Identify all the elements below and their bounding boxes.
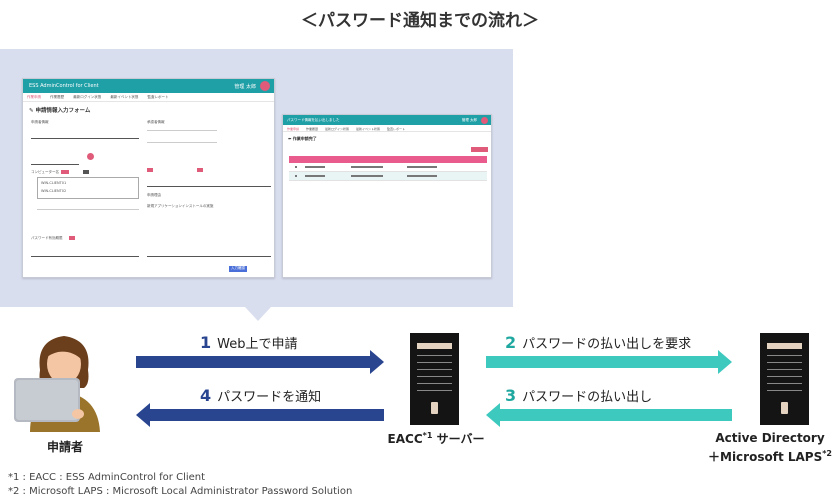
tab-audit-report[interactable]: 監査レポート <box>147 95 169 99</box>
diagram-title: ＜パスワード通知までの流れ＞ <box>301 11 539 31</box>
tab-audit-report[interactable]: 監査レポート <box>386 126 405 131</box>
table-row <box>289 163 487 172</box>
footnote-2: *2 : Microsoft LAPS : Microsoft Local Ad… <box>8 486 353 497</box>
tab-apply[interactable]: 作業申請 <box>27 95 41 99</box>
arrow-step-3 <box>486 403 732 427</box>
applicant-label: 申請者 <box>46 440 83 454</box>
result-user-name: 管理 太郎 <box>461 118 477 122</box>
tab-history[interactable]: 作業履歴 <box>50 95 65 99</box>
footnote-1: *1 : EACC : ESS AdminControl for Client <box>8 472 206 483</box>
ad-server-icon <box>760 333 809 425</box>
avatar <box>260 81 270 91</box>
list-item[interactable]: WIN-CLIENT01 <box>41 181 67 185</box>
tab-event-status[interactable]: 最新イベント状態 <box>110 95 139 99</box>
application-form: ✎ 申請情報入力フォーム 申請者情報 承認者情報 コンピューター名 WIN-CL… <box>29 106 271 274</box>
form-app-title: ESS AdminControl for Client <box>29 83 99 89</box>
approver-select[interactable] <box>31 164 79 165</box>
form-user-name: 管理 太郎 <box>234 84 256 90</box>
result-app-header: パスワード情報を払い出しました 管理 太郎 <box>283 115 491 125</box>
option-divider <box>147 186 271 187</box>
arrow-step-1 <box>136 350 384 374</box>
applicant-icon <box>14 336 100 432</box>
list-item[interactable]: WIN-CLIENT02 <box>41 189 67 193</box>
list-bottom <box>37 209 139 210</box>
result-tabs: 作業申請 作業履歴 最新ログイン状態 最新イベント状態 監査レポート <box>283 125 491 132</box>
submit-button[interactable]: 入力確認 <box>229 266 247 272</box>
table-header <box>289 156 487 163</box>
tab-event-status[interactable]: 最新イベント状態 <box>355 126 380 131</box>
computer-list[interactable]: WIN-CLIENT01 WIN-CLIENT02 <box>37 177 139 199</box>
approver-label: 承認者情報 <box>147 120 165 124</box>
result-app-title: パスワード情報を払い出しました <box>287 118 340 122</box>
reason-field-bottom <box>147 256 271 257</box>
result-table <box>289 156 487 181</box>
required-tag <box>197 168 203 172</box>
export-button[interactable] <box>471 147 488 152</box>
add-button[interactable] <box>83 170 89 174</box>
result-page-title: ⬅ 作業申請完了 <box>288 136 317 141</box>
arrow-step-2 <box>486 350 732 374</box>
computer-label: コンピューター名 <box>31 170 59 174</box>
eacc-server-label: EACC*1 サーバー <box>387 431 485 446</box>
avatar <box>481 116 488 124</box>
applicant-field[interactable] <box>31 138 139 139</box>
approver-field[interactable] <box>147 130 217 131</box>
arrow-step-4 <box>136 403 384 427</box>
result-screenshot: パスワード情報を払い出しました 管理 太郎 作業申請 作業履歴 最新ログイン状態… <box>282 114 492 278</box>
tab-history[interactable]: 作業履歴 <box>305 126 318 131</box>
applicant-label: 申請者情報 <box>31 120 49 124</box>
form-tabs: 作業申請 作業履歴 最新ログイン状態 最新イベント状態 監査レポート <box>23 93 274 102</box>
table-row <box>289 172 487 181</box>
expiry-label: パスワード有効期限 <box>31 236 63 240</box>
tab-login-status[interactable]: 最新ログイン状態 <box>324 126 349 131</box>
tab-login-status[interactable]: 最新ログイン状態 <box>73 95 102 99</box>
form-app-header: ESS AdminControl for Client 管理 太郎 <box>23 79 274 93</box>
required-tag <box>147 168 153 172</box>
panel-pointer <box>245 307 271 321</box>
required-tag <box>61 170 69 174</box>
search-button[interactable] <box>87 153 94 160</box>
required-tag <box>69 236 75 240</box>
form-title: ✎ 申請情報入力フォーム <box>29 108 91 114</box>
approver-field-2[interactable] <box>147 142 217 143</box>
ad-server-label: Active Directory ＋Microsoft LAPS*2 <box>708 431 832 464</box>
eacc-server-icon <box>410 333 459 425</box>
tab-apply[interactable]: 作業申請 <box>287 126 300 131</box>
reason-text: 新規アプリケーションインストールの実施 <box>147 204 214 208</box>
expiry-field[interactable] <box>31 256 139 257</box>
reason-label: 申請理由 <box>147 193 161 197</box>
form-screenshot: ESS AdminControl for Client 管理 太郎 作業申請 作… <box>22 78 275 278</box>
